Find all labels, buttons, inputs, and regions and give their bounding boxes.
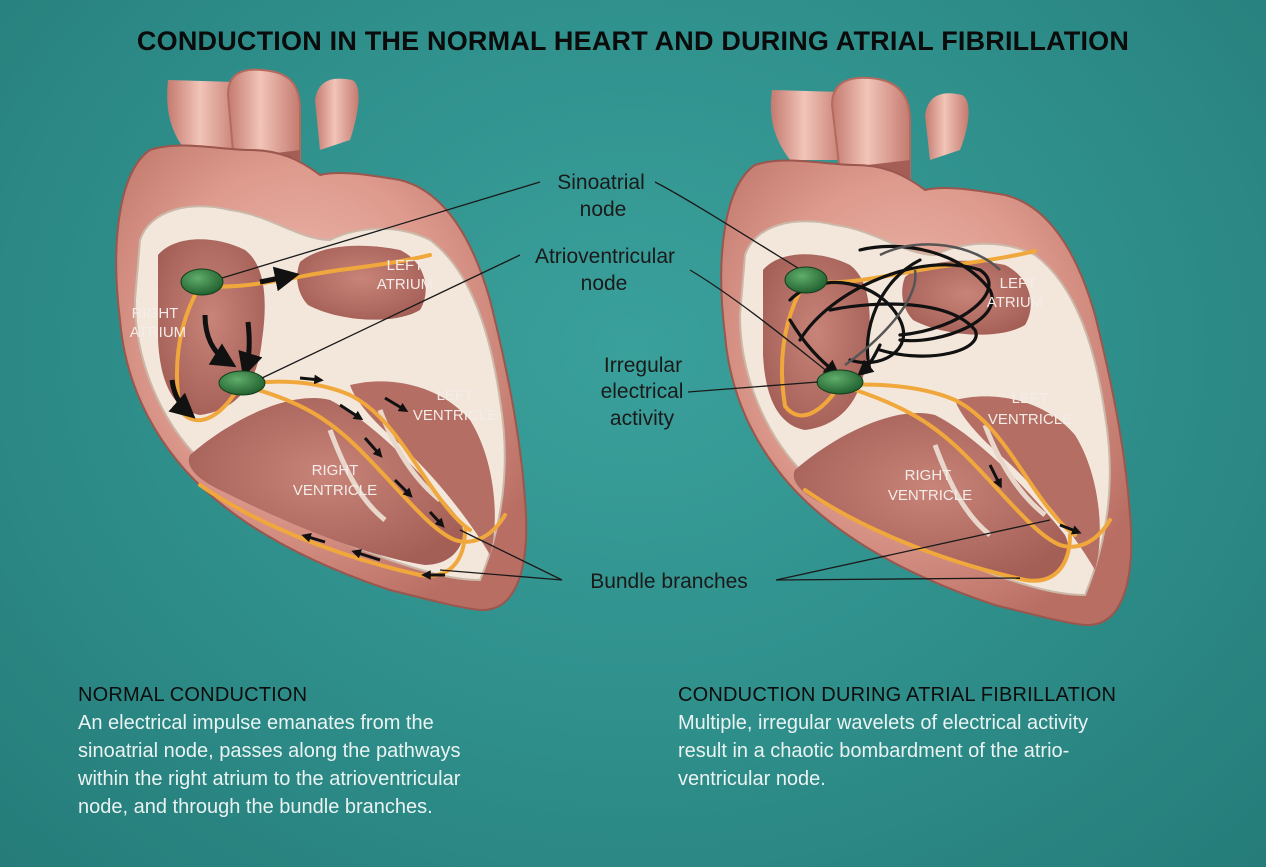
callout-sinoatrial-line1: Sinoatrial xyxy=(557,171,645,194)
caption-line: ventricular node. xyxy=(678,765,1088,793)
sinoatrial-node-normal xyxy=(181,269,223,295)
label-left-ventricle-normal: LEFT xyxy=(437,387,474,404)
label-left-ventricle-fib: LEFT xyxy=(1012,390,1049,407)
callout-atrioventricular-line1: Atrioventricular xyxy=(535,245,675,268)
callout-sinoatrial-line2: node xyxy=(580,198,627,221)
caption-body-normal: An electrical impulse emanates from the … xyxy=(78,709,460,821)
label-left-atrium-fib-2: ATRIUM xyxy=(987,294,1043,311)
label-left-atrium-fib: LEFT xyxy=(1000,275,1037,292)
label-left-ventricle-normal-2: VENTRICLE xyxy=(413,407,497,424)
label-left-atrium-normal-2: ATRIUM xyxy=(377,276,433,293)
caption-line: sinoatrial node, passes along the pathwa… xyxy=(78,737,460,765)
caption-heading-normal: NORMAL CONDUCTION xyxy=(78,684,307,707)
caption-line: within the right atrium to the atriovent… xyxy=(78,765,460,793)
fibrillation-heart: LEFT ATRIUM LEFT VENTRICLE RIGHT VENTRIC… xyxy=(721,78,1131,625)
caption-line: node, and through the bundle branches. xyxy=(78,793,460,821)
label-left-ventricle-fib-2: VENTRICLE xyxy=(988,411,1072,428)
label-right-ventricle-normal: RIGHT xyxy=(312,462,359,479)
callout-irregular-line1: Irregular xyxy=(604,354,682,377)
caption-line: An electrical impulse emanates from the xyxy=(78,709,460,737)
normal-heart: LEFT ATRIUM RIGHT ATRIUM LEFT VENTRICLE … xyxy=(116,70,526,610)
sinoatrial-node-fibrillation xyxy=(785,267,827,293)
callout-irregular-line2: electrical xyxy=(601,380,684,403)
label-right-ventricle-fib-2: VENTRICLE xyxy=(888,487,972,504)
callout-bundle-branches: Bundle branches xyxy=(590,570,748,593)
atrioventricular-node-fibrillation xyxy=(817,370,863,394)
callout-irregular-line3: activity xyxy=(610,407,675,430)
callout-atrioventricular-line2: node xyxy=(581,272,628,295)
caption-body-fibrillation: Multiple, irregular wavelets of electric… xyxy=(678,709,1088,793)
label-right-ventricle-fib: RIGHT xyxy=(905,467,952,484)
label-right-atrium-normal-2: ATRIUM xyxy=(130,324,186,341)
caption-line: Multiple, irregular wavelets of electric… xyxy=(678,709,1088,737)
label-right-atrium-normal: RIGHT xyxy=(132,305,179,322)
label-right-ventricle-normal-2: VENTRICLE xyxy=(293,482,377,499)
caption-line: result in a chaotic bombardment of the a… xyxy=(678,737,1088,765)
label-left-atrium-normal: LEFT xyxy=(387,257,424,274)
atrioventricular-node-normal xyxy=(219,371,265,395)
caption-heading-fibrillation: CONDUCTION DURING ATRIAL FIBRILLATION xyxy=(678,684,1116,707)
